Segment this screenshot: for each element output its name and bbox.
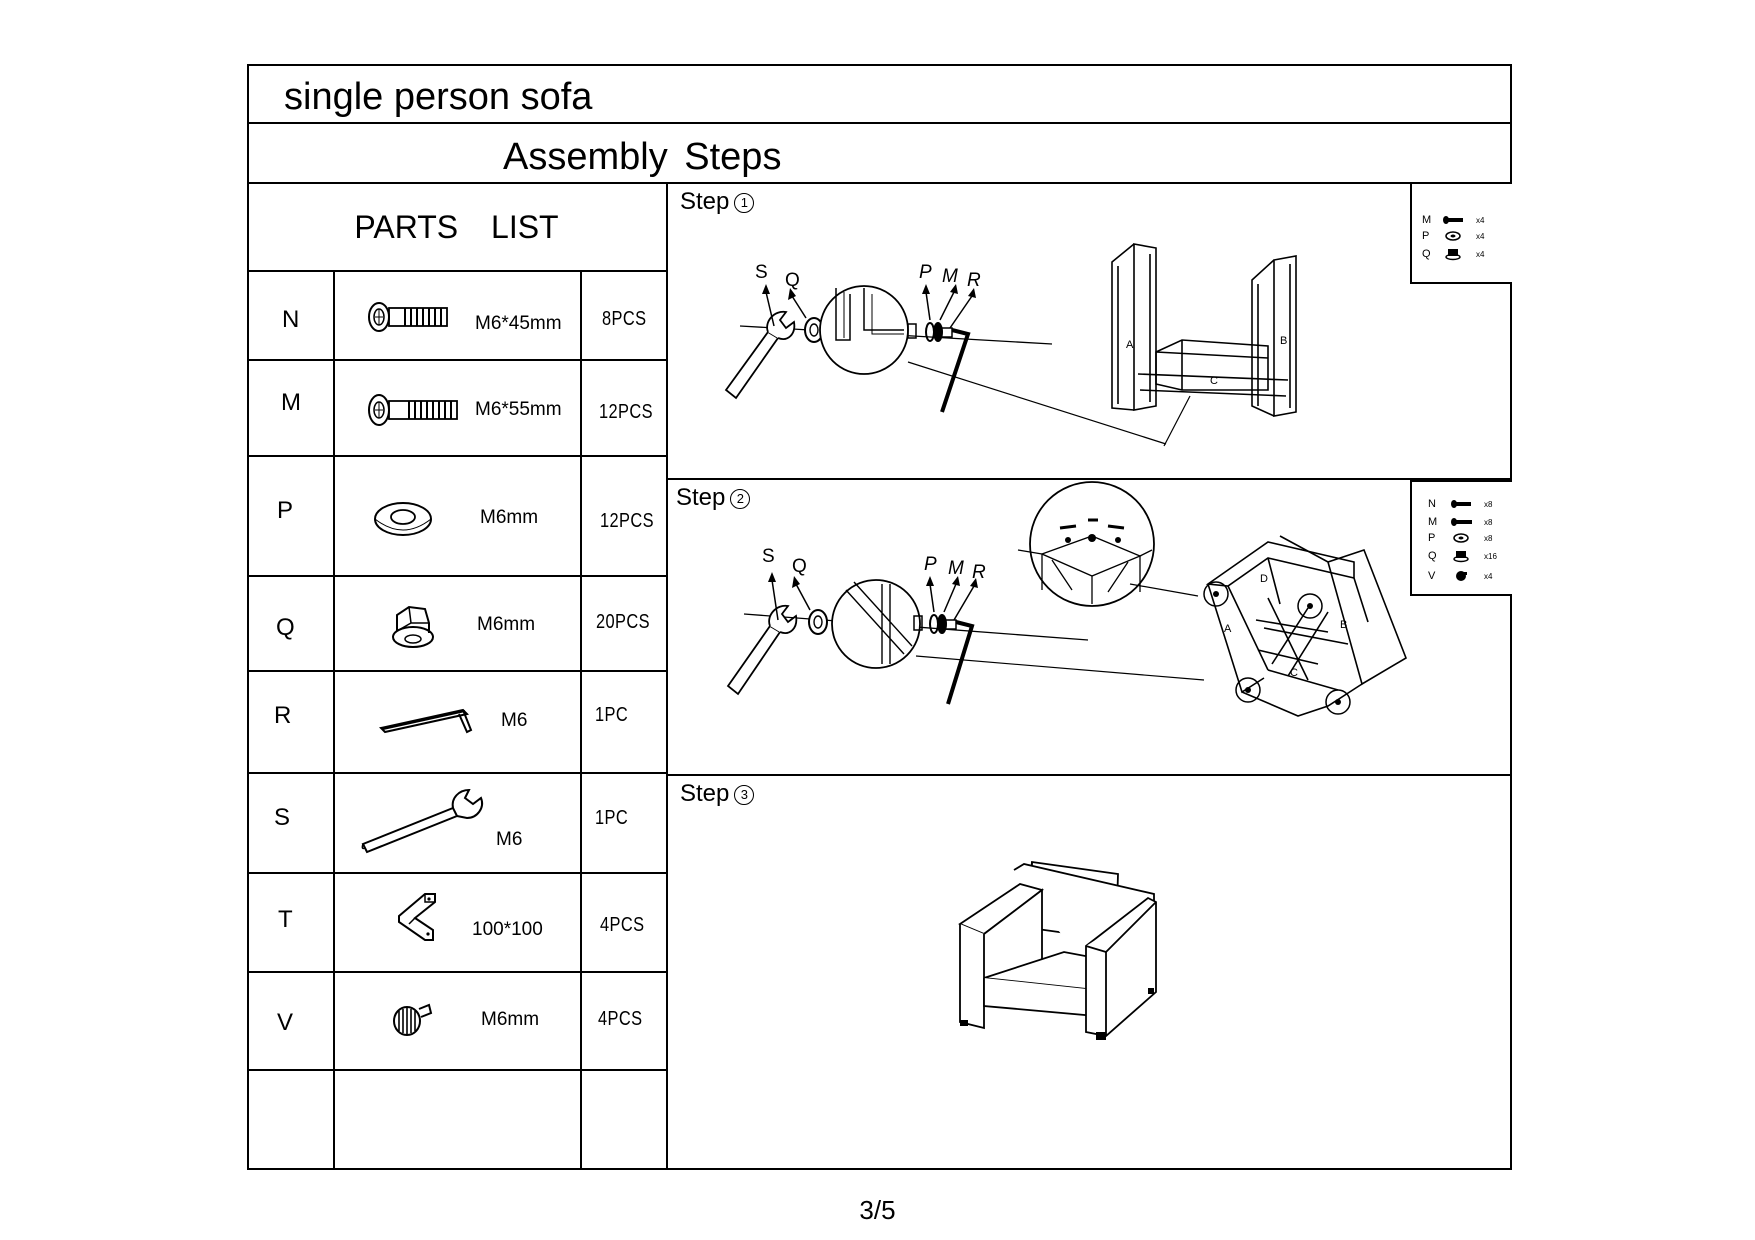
part-letter: M [281, 389, 301, 416]
part-qty: 1PC [595, 807, 629, 829]
page-title: single person sofa [284, 76, 593, 118]
part-qty: 4PCS [600, 914, 645, 936]
callout-r: R [967, 270, 981, 291]
step-2-illustration: S Q P M R [726, 481, 1407, 717]
part-qty: 4PCS [598, 1008, 643, 1030]
hex-key-icon [379, 708, 473, 734]
part-spec: M6 [501, 710, 528, 731]
parts-row-q: Q M6mm 20PCS [247, 577, 668, 672]
washer-icon [374, 502, 432, 536]
leveling-foot-icon [393, 1003, 433, 1036]
parts-list-header: PARTS LIST [247, 184, 668, 272]
long-bolt-icon [1451, 518, 1472, 526]
long-bolt-icon [368, 394, 458, 426]
flange-nut-icon [1445, 249, 1461, 261]
panel-a: A [1224, 623, 1232, 635]
panel-c: C [1290, 667, 1298, 679]
part-letter: N [282, 306, 300, 333]
callout-s: S [755, 262, 768, 283]
part-letter: R [274, 702, 292, 729]
panel-b: B [1280, 335, 1287, 347]
title-row: single person sofa [247, 64, 1512, 124]
callout-q: Q [792, 556, 807, 577]
corner-bracket-icon [398, 893, 436, 941]
step-2-hardware-legend: N x8 M x8 P x8 Q x16 V x4 [1410, 480, 1512, 596]
callout-m: M [948, 558, 964, 579]
panel-a: A [1126, 339, 1134, 351]
part-qty: 20PCS [596, 611, 651, 633]
panel-b: B [1340, 619, 1347, 631]
step-1-hardware-legend: M x4 P x4 Q x4 [1410, 184, 1512, 284]
flange-nut-icon [1453, 551, 1469, 563]
leveling-foot-icon [1456, 571, 1467, 581]
washer-icon [1453, 533, 1469, 543]
part-qty: 8PCS [602, 308, 647, 330]
parts-row-empty [247, 1071, 668, 1170]
part-letter: T [278, 906, 293, 933]
callout-s: S [762, 546, 775, 567]
part-spec: M6*55mm [475, 399, 562, 420]
part-spec: 100*100 [472, 919, 543, 940]
parts-row-p: P M6mm 12PCS [247, 457, 668, 577]
callout-q: Q [785, 270, 800, 291]
document-frame [247, 64, 1512, 1170]
part-letter: V [277, 1009, 294, 1036]
subtitle-row: Assembly Steps [247, 124, 1512, 184]
part-letter: Q [276, 614, 295, 641]
page-number: 3/5 [859, 1195, 896, 1225]
callout-r: R [972, 562, 986, 583]
section-title: Assembly Steps [503, 136, 782, 178]
parts-row-t: T 100*100 4PCS [247, 874, 668, 973]
step-1-illustration: S Q P M R A [724, 243, 1297, 447]
flange-nut-icon [392, 605, 434, 648]
bolt-icon [368, 302, 448, 332]
part-spec: M6mm [477, 614, 536, 635]
part-letter: P [277, 497, 294, 524]
callout-p: P [919, 262, 932, 283]
bolt-icon [1451, 500, 1471, 508]
wrench-icon [361, 788, 483, 854]
part-spec: M6*45mm [475, 313, 562, 334]
sofa-illustration [958, 860, 1157, 1040]
parts-row-m: M M6*55mm 12PCS [247, 361, 668, 457]
part-qty: 12PCS [599, 401, 654, 423]
panel-c: C [1210, 375, 1218, 387]
parts-row-r: R M6 1PC [247, 672, 668, 774]
part-letter: S [274, 804, 291, 831]
parts-row-s: S M6 1PC [247, 774, 668, 874]
callout-p: P [924, 554, 937, 575]
parts-row-n: N M6*45mm 8PCS [247, 272, 668, 361]
washer-icon [1445, 231, 1461, 241]
bolt-icon [1443, 216, 1463, 224]
part-spec: M6mm [480, 507, 539, 528]
part-spec: M6mm [481, 1009, 540, 1030]
callout-m: M [942, 266, 958, 287]
part-spec: M6 [496, 829, 523, 850]
part-qty: 12PCS [600, 510, 655, 532]
part-qty: 1PC [595, 704, 629, 726]
panel-d: D [1260, 573, 1268, 585]
parts-row-v: V M6mm 4PCS [247, 973, 668, 1071]
